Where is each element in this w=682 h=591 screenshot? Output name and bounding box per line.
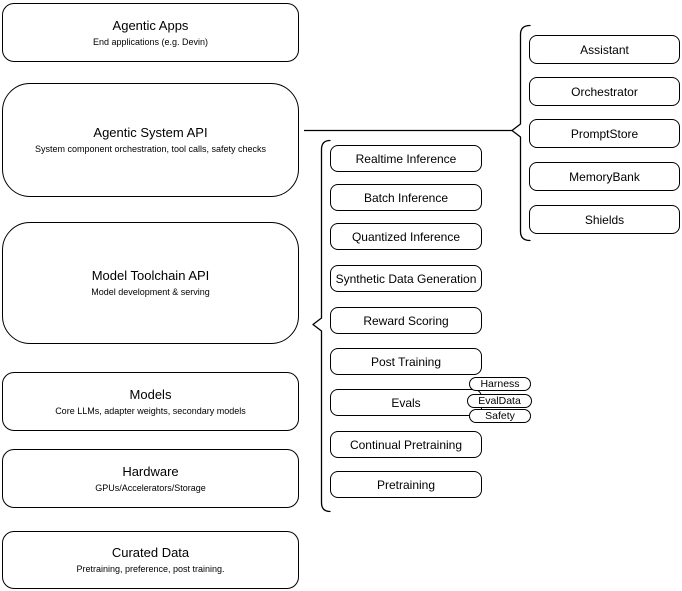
node-subtitle: GPUs/Accelerators/Storage	[95, 482, 206, 493]
node-title: Curated Data	[111, 545, 190, 560]
toolchain-item-reward-scoring: Reward Scoring	[330, 307, 482, 334]
node-label: Reward Scoring	[363, 313, 449, 328]
node-title: Model Toolchain API	[91, 268, 210, 283]
node-label: Realtime Inference	[355, 151, 457, 166]
node-subtitle: Pretraining, preference, post training.	[76, 564, 225, 574]
node-subtitle: Core LLMs, adapter weights, secondary mo…	[55, 405, 246, 416]
node-label: MemoryBank	[569, 169, 640, 184]
node-subtitle: Model development & serving	[91, 287, 210, 297]
node-title: Models	[129, 386, 172, 402]
node-agentic-apps: Agentic Apps End applications (e.g. Devi…	[2, 3, 299, 62]
node-agentic-system-api: Agentic System API System component orch…	[2, 83, 299, 197]
system-component-shields: Shields	[529, 205, 680, 234]
node-label: Orchestrator	[571, 84, 638, 99]
toolchain-item-pretraining: Pretraining	[330, 471, 482, 498]
node-label: Continual Pretraining	[349, 437, 463, 452]
toolchain-brace	[312, 139, 331, 513]
eval-tag-evaldata: EvalData	[467, 394, 532, 408]
node-title: Agentic Apps	[112, 17, 189, 33]
node-label: Synthetic Data Generation	[335, 271, 477, 286]
toolchain-item-batch-inference: Batch Inference	[330, 184, 482, 211]
node-model-toolchain-api: Model Toolchain API Model development & …	[2, 222, 299, 344]
node-title: Hardware	[122, 463, 179, 479]
toolchain-item-post-training: Post Training	[330, 348, 482, 375]
pill-label: Safety	[485, 410, 515, 422]
system-components-brace	[511, 24, 531, 242]
node-title: Agentic System API	[93, 125, 208, 140]
node-models: Models Core LLMs, adapter weights, secon…	[2, 372, 299, 431]
node-label: PromptStore	[570, 126, 639, 141]
node-label: Quantized Inference	[351, 229, 461, 244]
node-label: Shields	[584, 212, 625, 227]
eval-tag-harness: Harness	[469, 377, 531, 391]
node-label: Assistant	[580, 42, 629, 57]
eval-tag-safety: Safety	[469, 409, 531, 423]
pill-label: EvalData	[478, 395, 521, 407]
toolchain-item-evals: Evals	[330, 389, 482, 416]
system-component-assistant: Assistant	[529, 35, 680, 64]
system-component-orchestrator: Orchestrator	[529, 77, 680, 106]
node-subtitle: System component orchestration, tool cal…	[34, 144, 267, 154]
pill-label: Harness	[480, 378, 520, 390]
node-label: Pretraining	[376, 477, 436, 492]
node-hardware: Hardware GPUs/Accelerators/Storage	[2, 449, 299, 508]
system-component-promptstore: PromptStore	[529, 119, 680, 148]
node-label: Batch Inference	[363, 190, 449, 205]
node-curated-data: Curated Data Pretraining, preference, po…	[2, 531, 299, 589]
node-label: Post Training	[370, 354, 442, 369]
toolchain-item-realtime-inference: Realtime Inference	[330, 145, 482, 172]
node-subtitle: End applications (e.g. Devin)	[92, 36, 209, 47]
toolchain-item-continual-pretraining: Continual Pretraining	[330, 431, 482, 458]
toolchain-item-synthetic-data-generation: Synthetic Data Generation	[330, 265, 482, 292]
system-component-memorybank: MemoryBank	[529, 162, 680, 191]
toolchain-item-quantized-inference: Quantized Inference	[330, 223, 482, 250]
node-label: Evals	[391, 395, 421, 410]
